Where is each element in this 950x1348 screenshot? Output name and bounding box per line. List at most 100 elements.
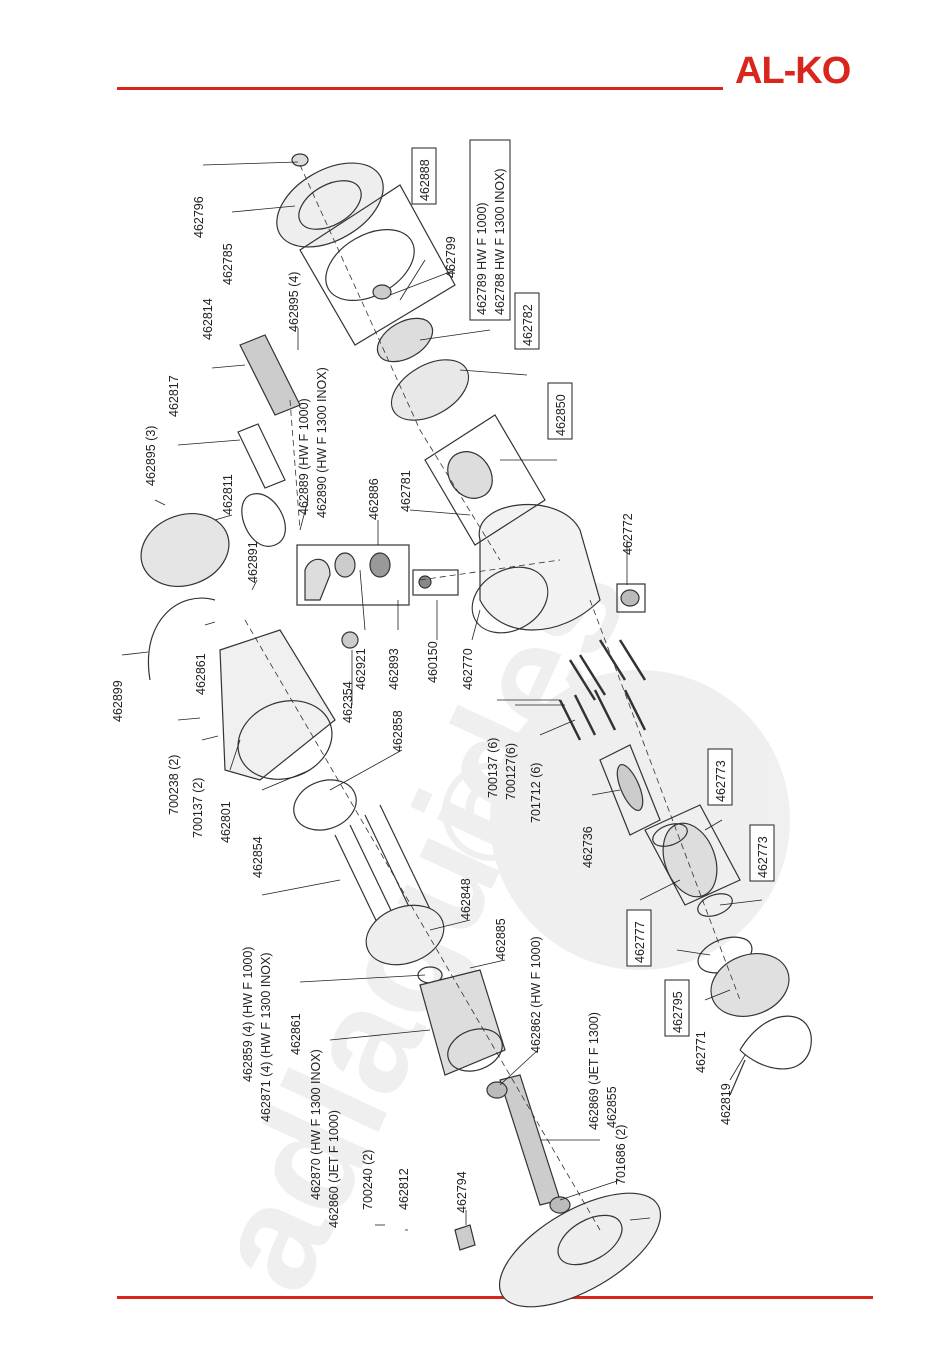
label-462817: 462817 xyxy=(167,375,181,417)
boxed-462795-frame xyxy=(664,979,690,1037)
tie-rods-part xyxy=(334,804,441,961)
label-462771: 462771 xyxy=(694,1031,708,1073)
boxed-462777-frame xyxy=(626,909,652,967)
leader-462773-b xyxy=(719,899,763,906)
label-462889: 462889 (HW F 1000) xyxy=(297,398,311,515)
label-460150: 460150 xyxy=(426,641,440,683)
leader-462796 xyxy=(202,161,299,166)
cap-part xyxy=(291,153,309,167)
label-462861-b: 462885 xyxy=(494,918,508,960)
boxed-462789-462788: 462789 HW F 1000) 462788 HW F 1300 INOX) xyxy=(469,139,511,321)
label-462890: 462890 (HW F 1300 INOX) xyxy=(315,367,329,518)
label-462859: 462859 (4) (HW F 1000) xyxy=(241,947,255,1082)
filter-housing-panel xyxy=(599,744,661,836)
nozzle-part xyxy=(372,284,392,300)
leader-462770 xyxy=(471,609,481,641)
label-462782: 462782 xyxy=(521,304,535,346)
label-701686: 700240 (2) xyxy=(361,1150,375,1210)
label-462848: 462848 xyxy=(459,878,473,920)
leader-462862 xyxy=(329,1029,431,1041)
motor-housing-end xyxy=(237,700,333,780)
leader-462773-a xyxy=(704,819,723,831)
leader-462789 xyxy=(419,329,491,341)
stator-bore xyxy=(447,1028,503,1072)
label-462869: 462855 xyxy=(605,1086,619,1128)
leader-462777 xyxy=(639,879,681,901)
fan-cover-part xyxy=(140,513,230,587)
label-462870: 462860 (JET F 1000) xyxy=(327,1110,341,1228)
label-462781: 462781 xyxy=(399,470,413,512)
label-462772: 462772 xyxy=(621,513,635,555)
label-462354: 462354 xyxy=(341,681,355,723)
leader-462861-b xyxy=(469,959,506,969)
leader-462888 xyxy=(399,259,426,301)
leader-462858 xyxy=(329,749,403,791)
nut-part xyxy=(334,552,356,578)
drain-panel xyxy=(412,569,459,596)
boxed-462782: 462782 xyxy=(514,292,540,350)
label-700240: 462812 xyxy=(397,1168,411,1210)
watermark-symbol: © xyxy=(440,733,543,890)
leader-462899 xyxy=(121,651,149,656)
leader-462801 xyxy=(229,739,241,771)
boxed-462888-frame xyxy=(411,147,437,205)
boxed-462850-frame xyxy=(547,382,573,440)
ejector-part xyxy=(447,451,493,499)
label-462770: 462770 xyxy=(461,648,475,690)
bracket-part xyxy=(454,1224,476,1251)
label-462796: 462796 xyxy=(192,196,206,238)
label-462893: 462893 xyxy=(387,648,401,690)
spacer-part xyxy=(341,631,359,649)
boxed-462789-frame xyxy=(469,139,511,321)
leader-462855-b xyxy=(559,1179,621,1201)
filter-ring-lower-part xyxy=(697,893,733,917)
leader-700137-2 xyxy=(201,735,219,741)
bearing-part xyxy=(486,1081,508,1099)
label-462885: 462861 xyxy=(289,1013,303,1055)
leader-462785 xyxy=(231,205,296,213)
label-462860: 462869 (JET F 1300) xyxy=(587,1012,601,1130)
leader-462921 xyxy=(359,569,366,631)
boxed-462782-frame xyxy=(514,292,540,350)
filter-valve-part xyxy=(616,764,644,811)
label-462819: 462819 xyxy=(719,1083,733,1125)
label-462814: 462814 xyxy=(201,298,215,340)
leader-462817 xyxy=(177,439,241,446)
label-462871: 462871 (4) (HW F 1300 INOX) xyxy=(259,952,273,1122)
footer-rule xyxy=(117,1296,873,1299)
boxed-462773-b: 462773 xyxy=(749,824,775,882)
callout-labels: 462796 462785 462814 462895 (4) 462817 4… xyxy=(111,139,775,1228)
leader-462819 xyxy=(729,1054,746,1081)
label-462858: 462858 xyxy=(391,710,405,752)
pump-housing-part xyxy=(478,503,601,631)
label-700127: 700127(6) xyxy=(504,743,518,800)
fittings-panel xyxy=(296,544,410,606)
cover-disc-part xyxy=(276,162,384,248)
drain-plug-part xyxy=(418,575,432,589)
leader-462891 xyxy=(251,579,258,591)
label-462895-3: 462895 (3) xyxy=(144,426,158,486)
leader-462736 xyxy=(591,789,621,796)
leader-462771 xyxy=(704,989,731,1001)
leader-lines xyxy=(121,161,763,1231)
label-462799: 462799 xyxy=(444,236,458,278)
end-shield-part xyxy=(365,904,445,966)
diffuser-part xyxy=(390,359,470,421)
pump-outlet xyxy=(471,566,549,634)
front-flange-part xyxy=(498,1192,662,1308)
label-462789: 462789 HW F 1000) xyxy=(475,202,489,315)
filter-cap-part xyxy=(710,953,790,1017)
leader-462781 xyxy=(409,509,471,516)
boxed-462795: 462795 xyxy=(664,979,690,1037)
label-462855-b: 701686 (2) xyxy=(614,1125,628,1185)
elbow-fitting-part xyxy=(304,558,331,601)
leader-462889 xyxy=(299,499,309,531)
leader-462799 xyxy=(389,269,456,296)
terminal-cover-part xyxy=(239,334,301,416)
label-462795: 462795 xyxy=(671,991,685,1033)
label-462785: 462785 xyxy=(221,243,235,285)
label-462855-a: 462862 (HW F 1000) xyxy=(529,936,543,1053)
front-flange-inner xyxy=(557,1214,623,1266)
label-462801: 462801 xyxy=(219,801,233,843)
leader-462895-3 xyxy=(154,499,166,506)
